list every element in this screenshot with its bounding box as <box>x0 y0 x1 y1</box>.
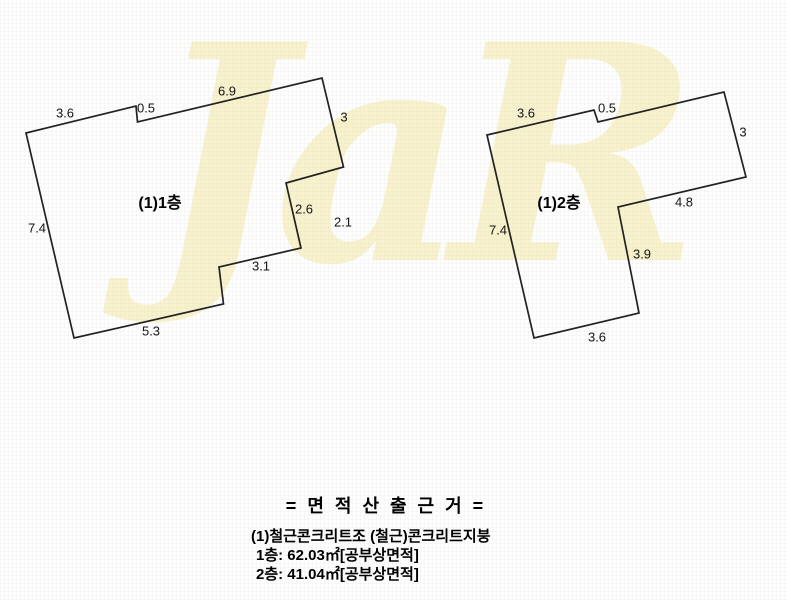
area-calculation-heading: = 면 적 산 출 근 거 = <box>285 496 487 516</box>
floor1-dim-top-left: 3.6 <box>55 105 75 121</box>
construction-type-line: (1)철근콘크리트조 (철근)콘크리트지붕 <box>251 528 491 545</box>
floor1-dim-right: 3 <box>340 109 348 125</box>
floor1-outline <box>24 76 345 340</box>
floor1-dim-step-inner: 2.6 <box>294 201 314 217</box>
floor1-dim-lower-step: 3.1 <box>251 258 271 274</box>
floor2-dim-top-left: 3.6 <box>516 105 536 121</box>
floor2-dim-bottom: 3.6 <box>587 329 607 345</box>
floor1-area-line: 1층: 62.03㎡[공부상면적] <box>256 547 419 564</box>
area-calculation-details: (1)철근콘크리트조 (철근)콘크리트지붕 1층: 62.03㎡[공부상면적] … <box>251 527 491 584</box>
floor1-title: (1)1층 <box>138 195 182 212</box>
floor2-area-line: 2층: 41.04㎡[공부상면적] <box>256 566 419 583</box>
floor2-dim-inner-right: 3.9 <box>632 246 652 262</box>
floor1-dim-notch: 0.5 <box>136 100 156 116</box>
floor2-dim-wing-bottom: 4.8 <box>674 194 694 210</box>
floor2-title: (1)2층 <box>537 195 581 212</box>
floor2-outline <box>485 90 748 340</box>
floor2-dim-notch: 0.5 <box>597 100 617 116</box>
floor2-dim-left: 7.4 <box>488 222 508 238</box>
floor1-dim-top-right: 6.9 <box>217 83 237 99</box>
floor1-dim-bottom: 5.3 <box>141 323 161 339</box>
floor1-dim-step-outer: 2.1 <box>333 214 353 230</box>
floor2-dim-right: 3 <box>739 124 747 140</box>
floor1-dim-left: 7.4 <box>27 220 47 236</box>
